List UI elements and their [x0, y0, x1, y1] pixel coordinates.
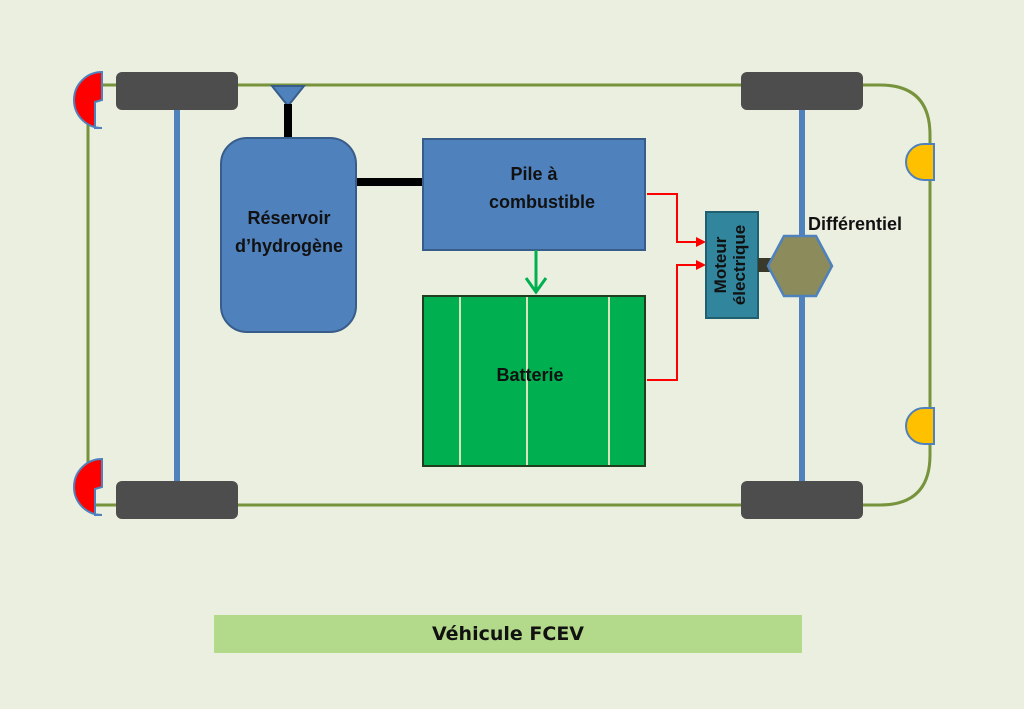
wheel-front-bottom: [741, 481, 863, 519]
rear-light-bottom: [73, 457, 103, 516]
differential-label: Différentiel: [808, 214, 902, 234]
hydrogen-tank: [220, 137, 357, 333]
hydrogen-pipe: [356, 178, 424, 186]
battery-power-arrow: [647, 260, 706, 381]
filler-inlet-icon: [269, 85, 307, 108]
front-light-bottom: [905, 407, 935, 445]
rear-light-top: [73, 70, 103, 129]
hydrogen-tank-label-1: Réservoir: [247, 208, 330, 228]
battery-label: Batterie: [496, 365, 563, 385]
wheel-rear-top: [116, 72, 238, 110]
filler-pipe: [284, 104, 292, 140]
wheel-rear-bottom: [116, 481, 238, 519]
fuel-cell-label-1: Pile à: [510, 164, 558, 184]
fuel-cell-label-2: combustible: [489, 192, 595, 212]
motor-label-2: électrique: [730, 225, 749, 305]
fuel-cell-power-arrow: [647, 193, 706, 247]
hydrogen-tank-label-2: d’hydrogène: [235, 236, 343, 256]
rear-axle: [174, 96, 180, 491]
diagram-caption: Véhicule FCEV: [432, 623, 584, 645]
chassis-outline: [86, 83, 932, 507]
caption-box: [214, 615, 802, 653]
wheel-front-top: [741, 72, 863, 110]
fuel-cell: [422, 138, 646, 251]
front-light-top: [905, 143, 935, 181]
differential: [766, 234, 834, 298]
charge-arrow: [524, 250, 548, 295]
motor-label-1: Moteur: [711, 236, 730, 293]
